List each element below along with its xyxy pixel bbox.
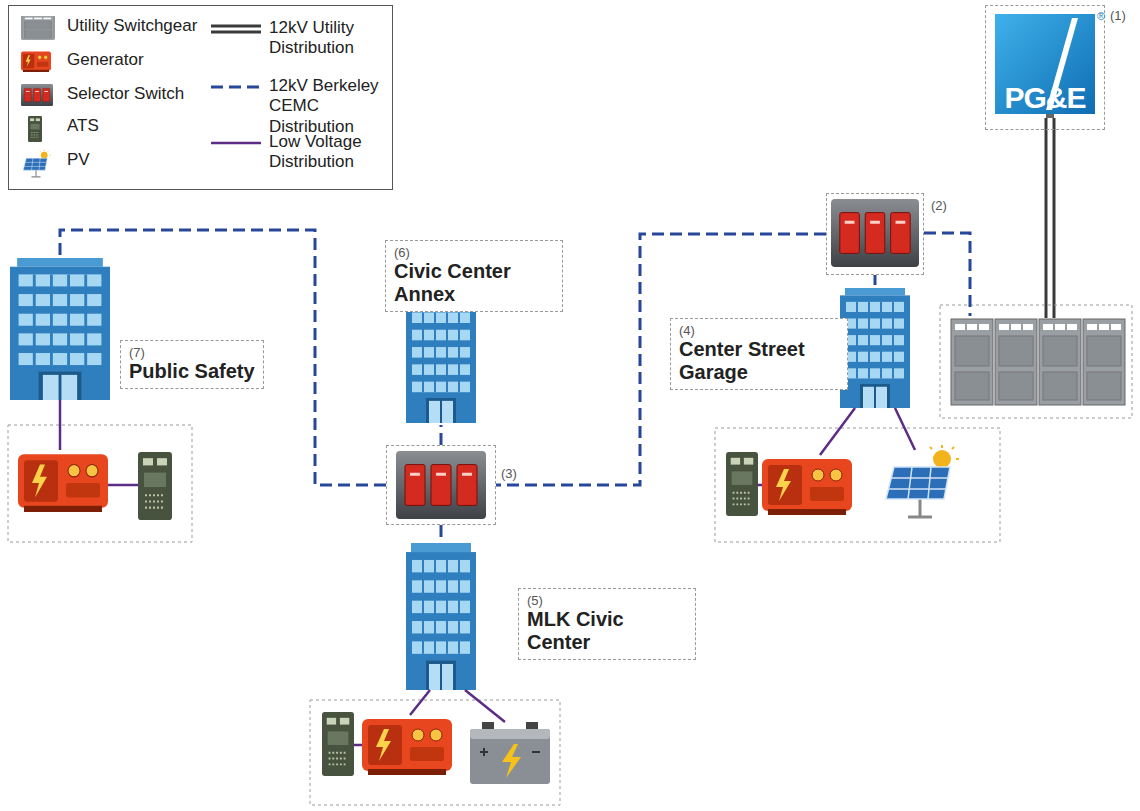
building-node: (6)Civic Center Annex (385, 240, 600, 425)
legend-sample (209, 132, 261, 162)
legend-text: Selector Switch (67, 84, 202, 104)
label-box: (6)Civic Center Annex (385, 240, 563, 312)
cemc-feeder (60, 230, 386, 485)
legend-text: Low Voltage Distribution (269, 132, 387, 173)
callout-number: (1) (1110, 8, 1126, 23)
building-name: Civic Center Annex (394, 260, 554, 306)
legend-sample (19, 84, 71, 114)
callout-number: (4) (679, 323, 839, 338)
legend-text: PV (67, 150, 202, 170)
building-node: (5)MLK Civic Center (406, 540, 720, 692)
building-node: (4)Center Street Garage (668, 285, 912, 410)
registered-mark: ® (1097, 10, 1105, 22)
cemc-feeder (875, 275, 876, 285)
label-box: (7)Public Safety (120, 340, 264, 389)
cemc-feeder (441, 425, 442, 445)
legend-sample (19, 150, 71, 180)
legend-text: Utility Switchgear (67, 16, 202, 36)
cemc-feeder (441, 525, 442, 540)
legend-text: 12kV Berkeley CEMC Distribution (269, 76, 387, 137)
legend-sample (209, 76, 261, 106)
legend-text: 12kV Utility Distribution (269, 18, 387, 59)
legend-text: ATS (67, 116, 202, 136)
building-node: (7)Public Safety (8, 255, 278, 405)
legend-sample (19, 16, 71, 46)
callout-number: (5) (527, 593, 687, 608)
building-name: Center Street Garage (679, 338, 839, 384)
legend-text: Generator (67, 50, 202, 70)
callout-number: (2) (931, 198, 947, 213)
label-box: (5)MLK Civic Center (518, 588, 696, 660)
logo-text: PG&E (986, 81, 1104, 115)
legend-sample (209, 18, 261, 48)
callout-number: (6) (394, 245, 554, 260)
label-box: (4)Center Street Garage (670, 318, 848, 390)
building-name: MLK Civic Center (527, 608, 687, 654)
legend-sample (19, 50, 71, 80)
utility-box: (1)PG&E (985, 5, 1105, 130)
selector-switch-box: (3) (386, 445, 496, 525)
callout-number: (7) (129, 345, 255, 360)
legend-sample (19, 116, 71, 146)
building-name: Public Safety (129, 360, 255, 383)
callout-number: (3) (501, 466, 517, 481)
selector-switch-box: (2) (826, 193, 924, 275)
legend-box: Utility SwitchgearGeneratorSelector Swit… (8, 5, 393, 190)
